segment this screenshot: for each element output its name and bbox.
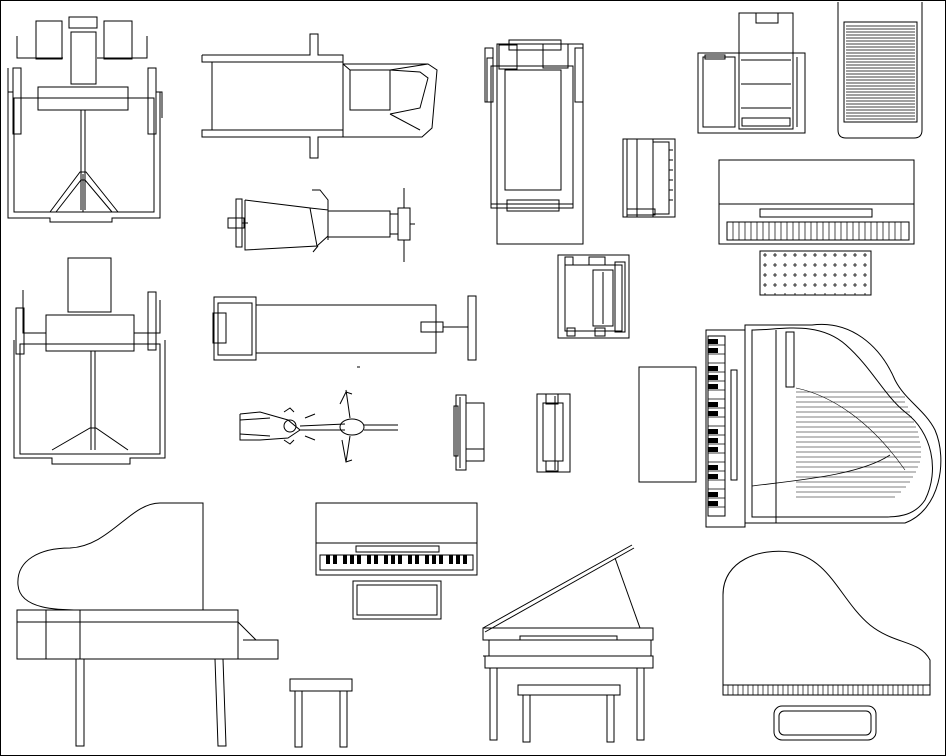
keyboard-bench-top [558,255,629,338]
small-bench-top [454,395,484,470]
grand-piano-plan [723,551,930,740]
grand-piano-front-open [483,545,653,742]
leg-press-top [213,296,476,367]
exercise-bike-top [240,390,398,462]
upright-piano-front [719,160,914,295]
grand-piano-top [706,324,941,527]
incline-bench-top [228,188,415,262]
treadmill-top [485,40,583,244]
grand-piano-side [17,503,278,746]
equipment-cabinet [698,13,805,133]
slatted-panel [838,2,922,138]
weight-machine-top [8,17,162,222]
weight-bench-top [202,34,437,158]
weight-machine-top-2 [14,258,165,464]
small-bench-top-2 [537,394,570,472]
upright-piano-front-2 [316,503,477,619]
piano-stool-side [290,679,352,747]
table-rectangle [639,367,696,482]
piano-bench-top [623,139,675,217]
